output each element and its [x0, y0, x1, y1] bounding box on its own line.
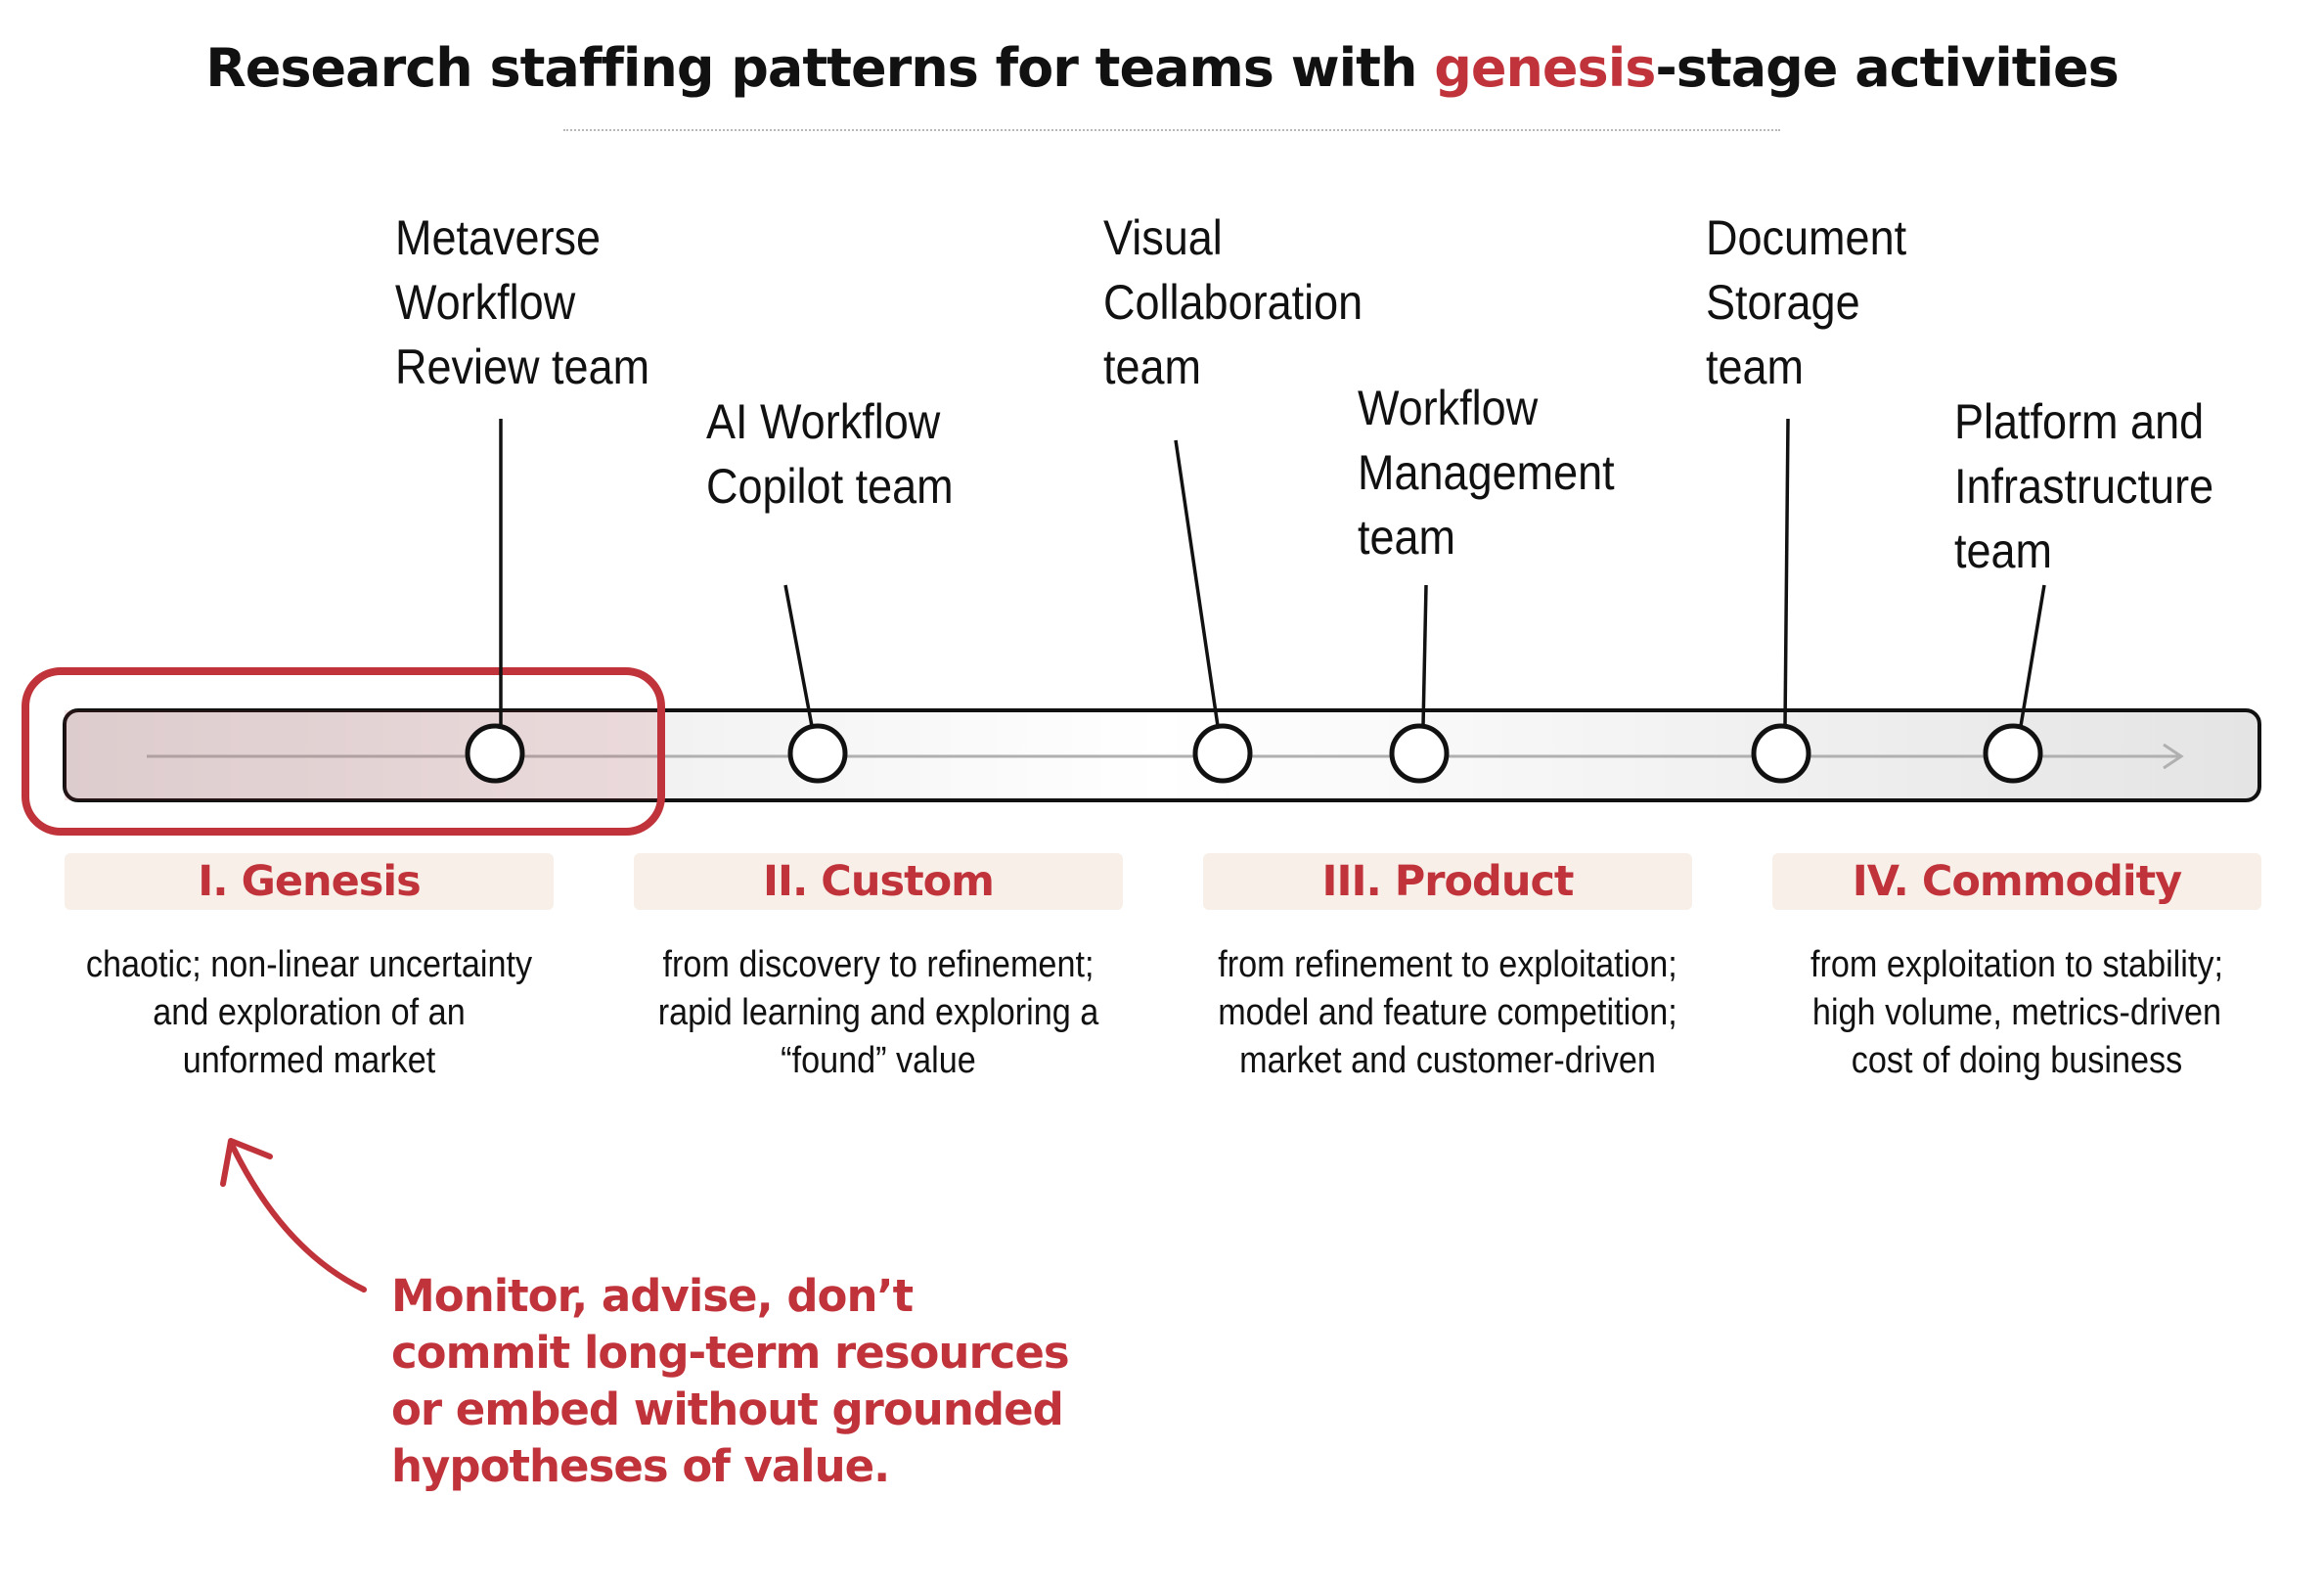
team-marker-workflow-mgmt	[1389, 723, 1450, 784]
title-highlight: genesis	[1434, 37, 1656, 99]
stage-header-genesis: I. Genesis	[65, 853, 554, 910]
diagram-title: Research staffing patterns for teams wit…	[0, 37, 2324, 99]
stage-name-product: III. Product	[1321, 857, 1574, 906]
stage-header-product: III. Product	[1203, 853, 1692, 910]
genesis-highlight-fill	[65, 710, 661, 800]
team-marker-ai-copilot	[787, 723, 848, 784]
title-underline	[563, 129, 1780, 131]
stage-name-commodity: IV. Commodity	[1852, 857, 2182, 906]
genesis-callout-text: Monitor, advise, don’t commit long-term …	[391, 1270, 1070, 1492]
stage-description-custom: from discovery to refinement;rapid learn…	[657, 944, 1099, 1081]
leader-line-ai-copilot	[783, 584, 814, 727]
stage-name-genesis: I. Genesis	[198, 857, 421, 906]
genesis-highlight-box	[22, 667, 665, 836]
team-marker-platform-infra	[1983, 723, 2043, 784]
title-text-after: -stage activities	[1655, 37, 2119, 99]
team-marker-document-storage	[1751, 723, 1811, 784]
evolution-arrowhead	[2163, 743, 2184, 770]
callout-arrowhead	[220, 1138, 273, 1187]
stage-header-commodity: IV. Commodity	[1772, 853, 2261, 910]
leader-line-document-storage	[1783, 418, 1790, 727]
stage-name-custom: II. Custom	[763, 857, 995, 906]
title-text-before: Research staffing patterns for teams wit…	[205, 37, 1435, 99]
stage-description-product: from refinement to exploitation;model an…	[1218, 944, 1677, 1081]
team-marker-visual-collab	[1192, 723, 1253, 784]
team-marker-metaverse	[465, 723, 525, 784]
leader-line-visual-collab	[1174, 439, 1220, 727]
leader-line-platform-infra	[2019, 584, 2046, 727]
leader-line-workflow-mgmt	[1421, 584, 1428, 727]
stage-description-commodity: from exploitation to stability;high volu…	[1810, 944, 2223, 1081]
stage-header-custom: II. Custom	[634, 853, 1123, 910]
callout-arrow	[230, 1144, 367, 1292]
